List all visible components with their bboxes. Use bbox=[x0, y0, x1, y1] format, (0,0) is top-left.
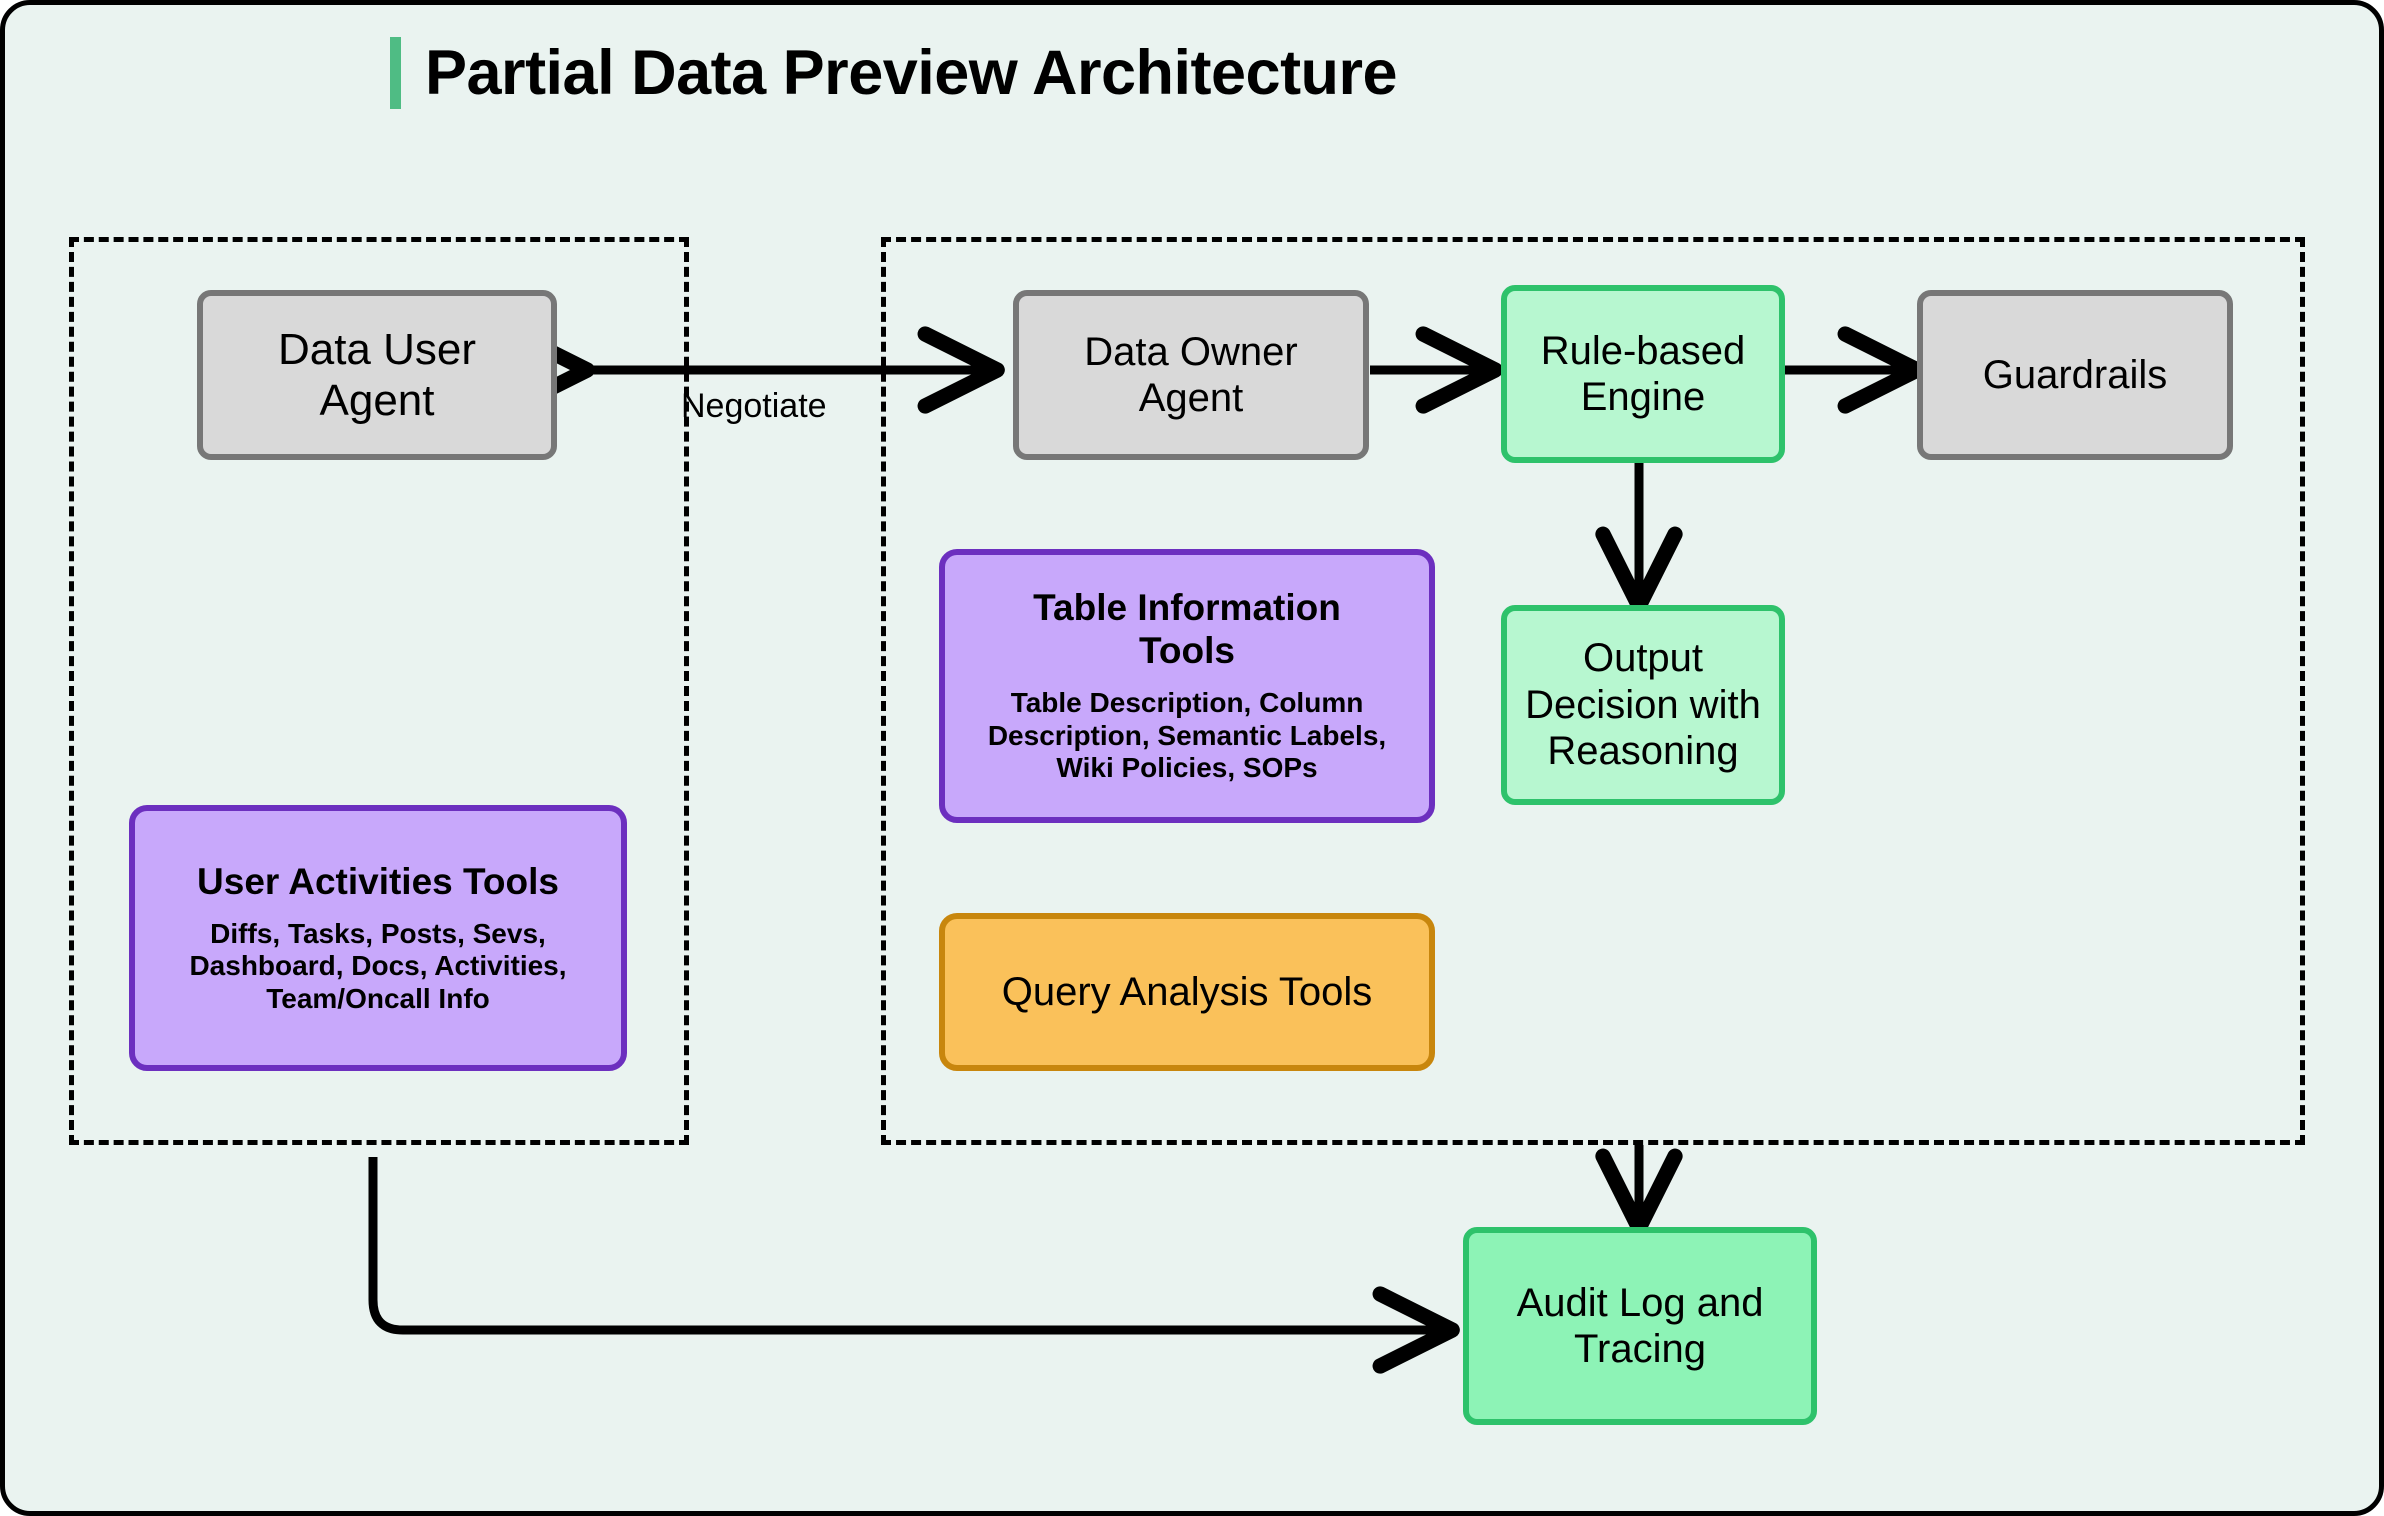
node-output-decision[interactable]: Output Decision with Reasoning bbox=[1501, 605, 1785, 805]
node-query-analysis-tools-label: Query Analysis Tools bbox=[1001, 969, 1373, 1014]
node-output-decision-label: Output Decision with Reasoning bbox=[1525, 636, 1761, 774]
node-rule-based-engine-label: Rule-based Engine bbox=[1540, 328, 1746, 419]
node-rule-based-engine[interactable]: Rule-based Engine bbox=[1501, 285, 1785, 463]
node-table-information-tools-label: Table Information Tools bbox=[1033, 587, 1341, 672]
node-data-owner-agent[interactable]: Data Owner Agent bbox=[1013, 290, 1369, 460]
node-user-activities-tools-sublabel: Diffs, Tasks, Posts, Sevs, Dashboard, Do… bbox=[189, 917, 567, 1014]
data-user-zone bbox=[69, 237, 689, 1145]
node-user-activities-tools[interactable]: User Activities Tools Diffs, Tasks, Post… bbox=[129, 805, 627, 1071]
node-data-user-agent-label: Data User Agent bbox=[277, 324, 477, 425]
node-table-information-tools[interactable]: Table Information Tools Table Descriptio… bbox=[939, 549, 1435, 823]
node-audit-log-label: Audit Log and Tracing bbox=[1516, 1280, 1764, 1371]
page-title-text: Partial Data Preview Architecture bbox=[425, 37, 1398, 108]
node-query-analysis-tools[interactable]: Query Analysis Tools bbox=[939, 913, 1435, 1071]
page-title: Partial Data Preview Architecture bbox=[390, 37, 1398, 109]
node-data-owner-agent-label: Data Owner Agent bbox=[1084, 329, 1298, 420]
edge-label-negotiate: Negotiate bbox=[681, 387, 827, 425]
edge-user-zone-to-audit bbox=[368, 1157, 1460, 1374]
data-owner-zone bbox=[881, 237, 2305, 1145]
title-accent-bar bbox=[390, 37, 401, 109]
node-guardrails[interactable]: Guardrails bbox=[1917, 290, 2233, 460]
node-data-user-agent[interactable]: Data User Agent bbox=[197, 290, 557, 460]
node-table-information-tools-sublabel: Table Description, Column Description, S… bbox=[987, 687, 1387, 784]
node-user-activities-tools-label: User Activities Tools bbox=[197, 860, 559, 902]
node-guardrails-label: Guardrails bbox=[1982, 352, 2168, 397]
node-audit-log[interactable]: Audit Log and Tracing bbox=[1463, 1227, 1817, 1425]
